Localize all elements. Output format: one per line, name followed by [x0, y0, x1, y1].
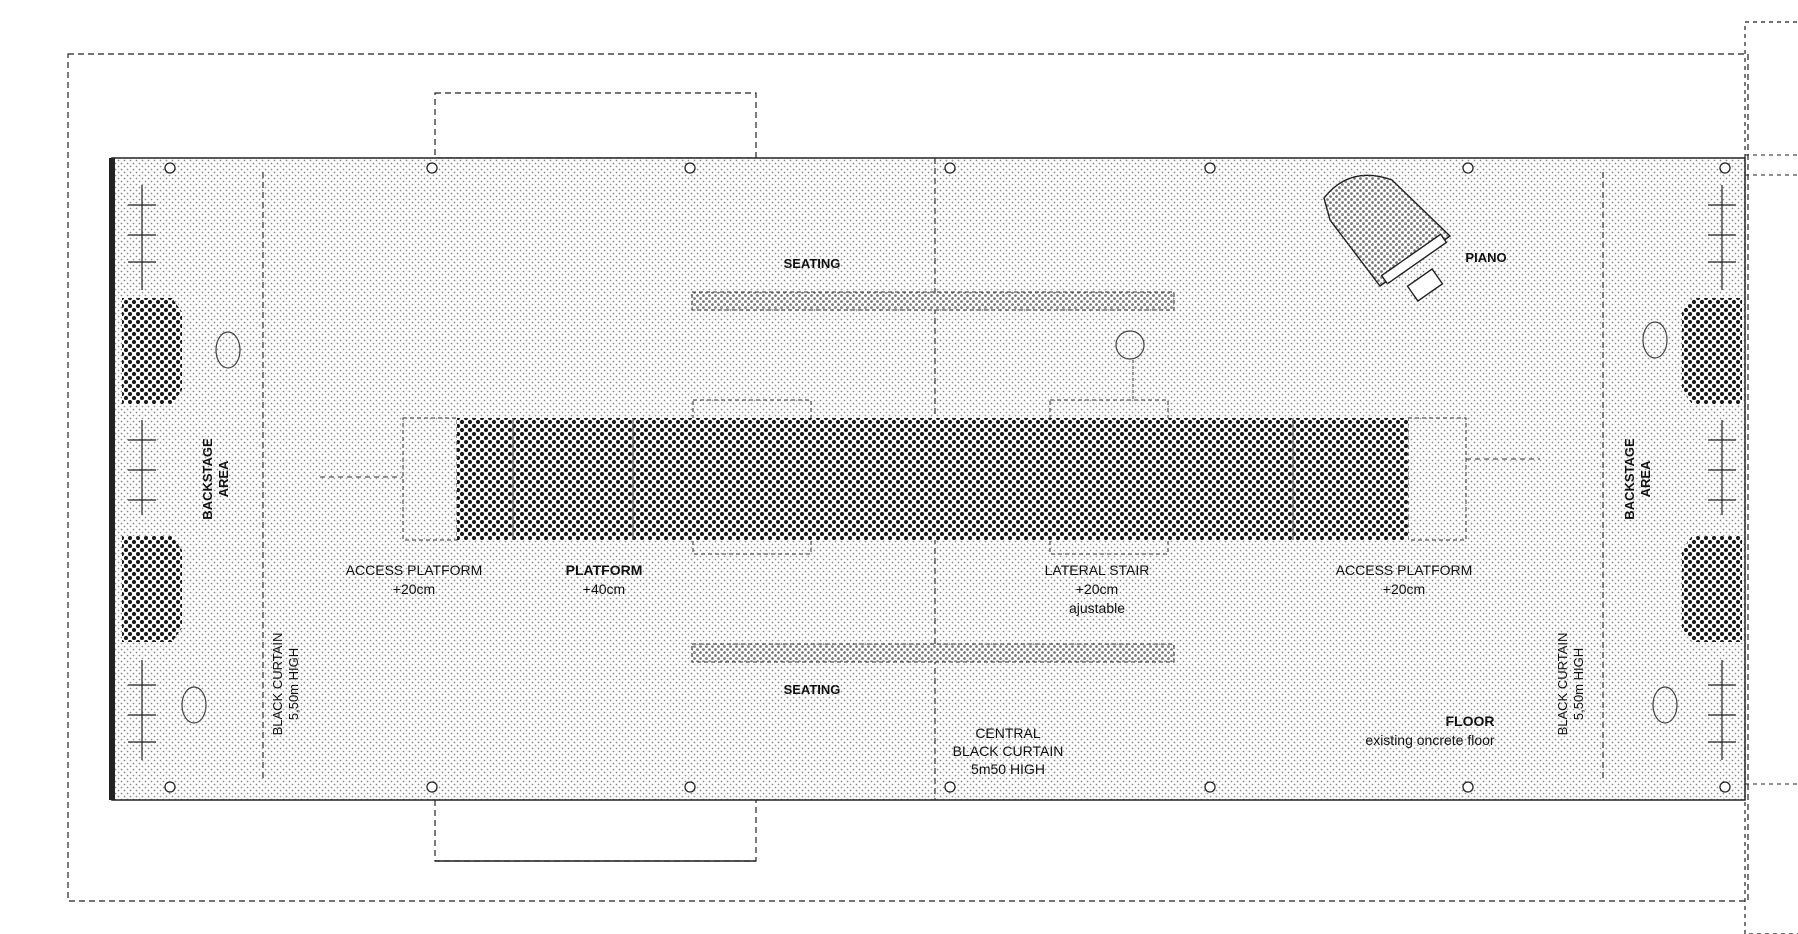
label-floor-note: existing oncrete floor	[1365, 732, 1495, 748]
label-lateral-stair-note: ajustable	[1069, 600, 1125, 616]
left-wall-marks	[128, 185, 156, 760]
label-backstage-left: BACKSTAGE	[200, 438, 215, 520]
column-markers	[164, 162, 1731, 793]
label-central-height: 5m50 HIGH	[971, 761, 1045, 777]
label-platform: PLATFORM	[566, 562, 643, 578]
label-lateral-stair: LATERAL STAIR	[1045, 562, 1150, 578]
label-floor: FLOOR	[1446, 713, 1495, 729]
backstage-left-bottom	[122, 536, 182, 642]
label-curtain-left-height: 5,50m HIGH	[286, 648, 301, 720]
stair-box-right	[1049, 399, 1169, 555]
left-wall	[109, 158, 115, 800]
bottom-entrance	[434, 797, 757, 862]
stair-box-left	[692, 399, 812, 555]
label-central: CENTRAL	[975, 725, 1041, 741]
seating-top-row	[691, 291, 1175, 311]
label-backstage-right-area: AREA	[1638, 460, 1653, 497]
label-seating-top: SEATING	[784, 256, 841, 271]
label-access-platform-left-height: +20cm	[393, 581, 435, 597]
label-access-platform-right-height: +20cm	[1383, 581, 1425, 597]
label-piano: PIANO	[1465, 250, 1506, 265]
main-platform	[457, 418, 1408, 540]
speaker-icons	[181, 321, 1678, 724]
label-curtain-left: BLACK CURTAIN	[270, 633, 285, 736]
seating-bottom-row	[691, 643, 1175, 663]
access-platform-right	[1407, 417, 1467, 541]
right-wall-marks	[1708, 185, 1736, 760]
piano-icon	[1323, 174, 1452, 302]
backstage-left-top	[122, 298, 182, 404]
label-backstage-right: BACKSTAGE	[1622, 438, 1637, 520]
label-platform-height: +40cm	[583, 581, 625, 597]
right-edge-boundary	[1744, 21, 1798, 934]
top-entrance	[434, 92, 757, 159]
label-access-platform-right: ACCESS PLATFORM	[1336, 562, 1473, 578]
label-curtain-right-height: 5,50m HIGH	[1571, 648, 1586, 720]
label-lateral-stair-height: +20cm	[1076, 581, 1118, 597]
label-seating-bottom: SEATING	[784, 682, 841, 697]
access-platform-left	[402, 417, 458, 541]
backstage-right-top	[1682, 298, 1742, 404]
label-curtain-right: BLACK CURTAIN	[1555, 633, 1570, 736]
label-central-curtain: BLACK CURTAIN	[953, 743, 1064, 759]
label-access-platform-left: ACCESS PLATFORM	[346, 562, 483, 578]
outer-boundary	[67, 53, 1749, 902]
backstage-right-bottom	[1682, 536, 1742, 642]
label-backstage-left-area: AREA	[216, 460, 231, 497]
